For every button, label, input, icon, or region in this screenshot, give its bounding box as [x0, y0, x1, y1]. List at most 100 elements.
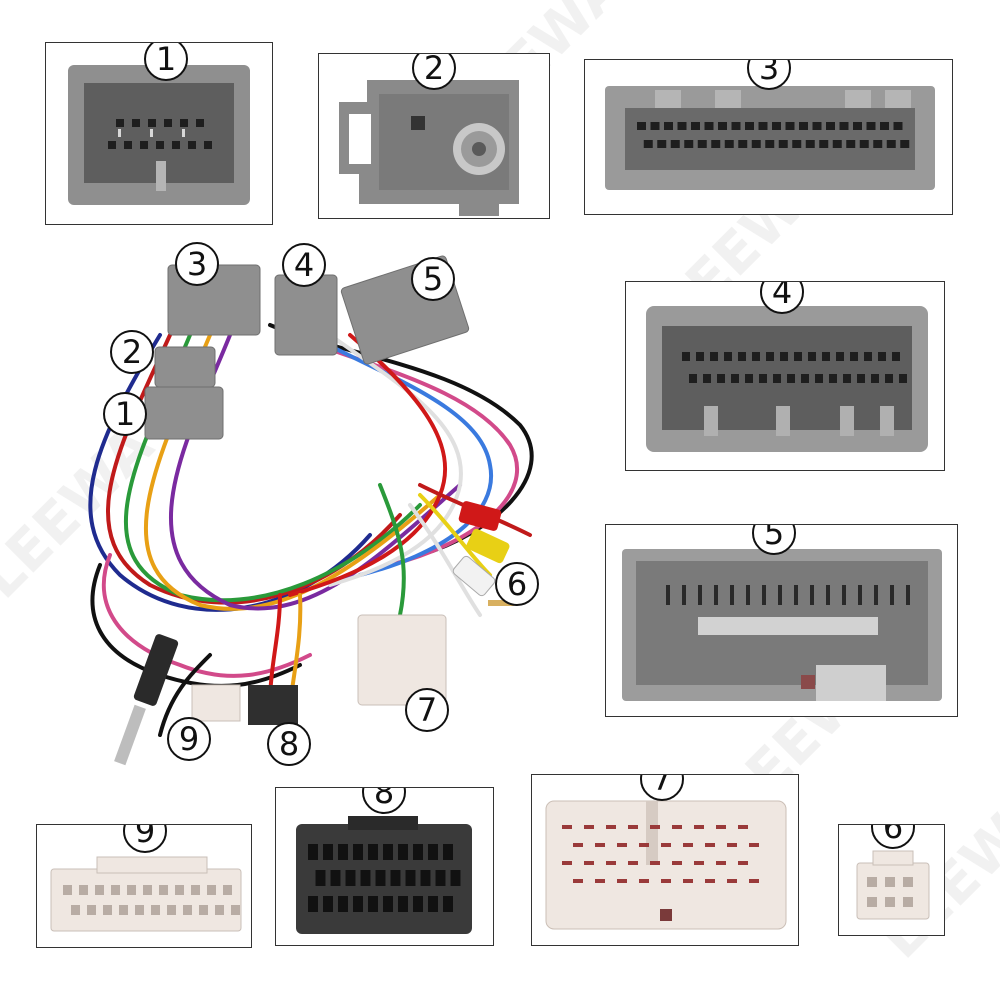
connector-pin	[413, 896, 423, 912]
harness-label-6: 6	[495, 562, 539, 606]
connector-pin	[650, 861, 660, 865]
connector-pin	[703, 374, 711, 383]
panel-connector-5: 5	[605, 524, 958, 717]
connector-pin	[857, 374, 865, 383]
connector-pin	[765, 140, 775, 148]
connector-pin	[628, 825, 638, 829]
connector-pin	[637, 122, 646, 130]
connector-pin	[628, 861, 638, 865]
connector-pin	[670, 140, 680, 148]
connector-pin	[191, 885, 200, 895]
connector-pin	[799, 122, 808, 130]
grey-connector-40pin-icon	[605, 86, 935, 190]
connector-pin	[727, 879, 737, 883]
connector-pin	[368, 844, 378, 860]
connector-pin	[682, 352, 690, 361]
grey-connector-20pin-icon	[622, 549, 942, 701]
connector-pin	[375, 870, 386, 886]
white-connector-6pin-icon	[856, 850, 930, 920]
connector-pin	[746, 585, 750, 605]
panel-connector-9: 9	[36, 824, 252, 948]
connector-pin	[826, 585, 830, 605]
connector-pin	[859, 140, 869, 148]
connector-pin	[850, 352, 858, 361]
connector-pin	[829, 374, 837, 383]
connector-pin	[878, 352, 886, 361]
connector-number-badge: 5	[752, 525, 796, 555]
panel-connector-4: 4	[625, 281, 945, 471]
connector-pin	[899, 374, 907, 383]
connector-pin	[730, 585, 734, 605]
harness-white-connector	[357, 614, 447, 706]
connector-pin	[617, 843, 627, 847]
connector-pin	[778, 140, 788, 148]
connector-pin	[338, 896, 348, 912]
connector-pin	[398, 896, 408, 912]
connector-pin	[738, 825, 748, 829]
connector-pin	[435, 870, 446, 886]
connector-pin	[745, 374, 753, 383]
connector-pin	[716, 861, 726, 865]
connector-pin	[127, 885, 136, 895]
connector-pin	[119, 905, 128, 915]
connector-pin	[63, 885, 72, 895]
connector-pin	[353, 896, 363, 912]
connector-pin	[711, 140, 721, 148]
connector-pin	[666, 585, 670, 605]
connector-pin	[315, 870, 326, 886]
connector-pin	[698, 585, 702, 605]
connector-pin	[643, 140, 653, 148]
connector-pin	[584, 861, 594, 865]
connector-pin	[866, 122, 876, 130]
connector-pin	[167, 905, 176, 915]
connector-pin	[199, 905, 208, 915]
connector-pin	[731, 122, 741, 130]
connector-pin	[677, 122, 687, 130]
connector-pin	[657, 140, 667, 148]
connector-pin	[766, 352, 774, 361]
connector-pin	[738, 861, 748, 865]
connector-pin	[450, 870, 461, 886]
connector-pin	[159, 885, 168, 895]
connector-pin	[718, 122, 727, 130]
connector-pin	[839, 122, 849, 130]
connector-pin	[724, 140, 734, 148]
connector-pin	[694, 861, 704, 865]
connector-pin	[215, 905, 224, 915]
connector-pin	[573, 879, 583, 883]
connector-pin	[705, 879, 715, 883]
connector-pin	[691, 122, 700, 130]
connector-pin	[689, 374, 697, 383]
connector-pin	[87, 905, 96, 915]
connector-pin	[815, 374, 823, 383]
connector-pin	[873, 140, 883, 148]
connector-pin	[639, 843, 649, 847]
connector-pin	[390, 870, 401, 886]
connector-pin	[323, 896, 333, 912]
connector-pin	[207, 885, 216, 895]
wiring-harness-illustration	[88, 255, 534, 766]
connector-pin	[716, 825, 726, 829]
connector-pin	[717, 374, 725, 383]
harness-label-7: 7	[405, 688, 449, 732]
connector-pin	[697, 140, 707, 148]
connector-pin	[562, 861, 572, 865]
harness-antenna-plug	[114, 634, 179, 766]
connector-pin	[890, 585, 894, 605]
connector-pin	[762, 585, 766, 605]
connector-pin	[360, 870, 371, 886]
connector-pin	[752, 352, 760, 361]
connector-pin	[808, 352, 816, 361]
connector-pin	[785, 122, 795, 130]
connector-pin	[714, 585, 718, 605]
connector-pin	[338, 844, 348, 860]
panel-connector-6: 6	[838, 824, 945, 936]
connector-pin	[792, 140, 802, 148]
connector-pin	[143, 885, 152, 895]
connector-pin	[595, 843, 605, 847]
connector-pin	[749, 843, 759, 847]
connector-pin	[323, 844, 333, 860]
white-connector-24pin-icon	[545, 800, 787, 930]
connector-pin	[832, 140, 842, 148]
connector-pin	[805, 140, 815, 148]
